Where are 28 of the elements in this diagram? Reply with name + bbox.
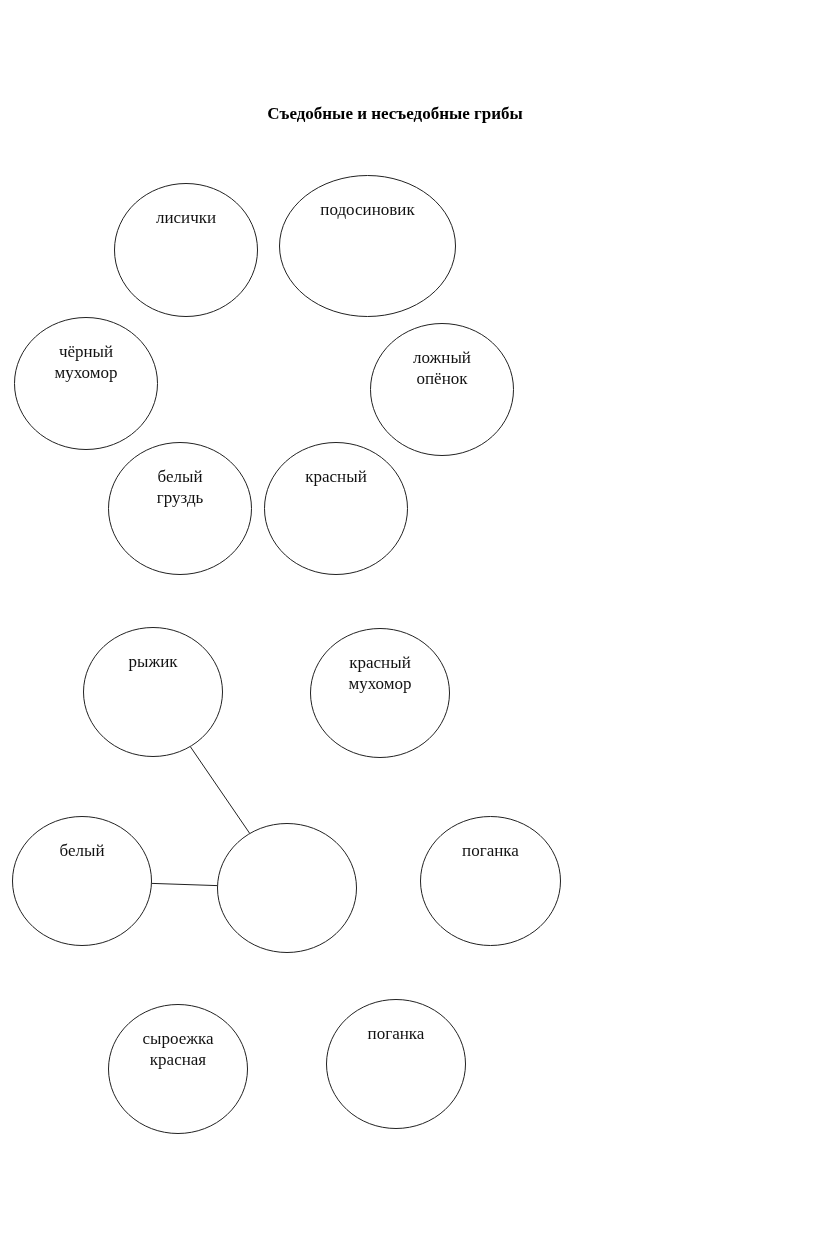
node-label: ложный опёнок	[412, 347, 472, 389]
ellipse-node	[279, 175, 456, 317]
node-label: белый	[58, 840, 106, 861]
node-label: сыроежка красная	[141, 1028, 215, 1070]
node-label: белый груздь	[155, 466, 205, 508]
ellipse-node	[108, 1004, 248, 1134]
ellipse-node	[83, 627, 223, 757]
node-label: рыжик	[127, 651, 179, 672]
node-label: красный	[304, 466, 368, 487]
ellipse-node	[12, 816, 152, 946]
connector-line	[190, 746, 250, 834]
ellipse-node	[14, 317, 158, 450]
title: Съедобные и несъедобные грибы	[266, 104, 524, 124]
node-label: подосиновик	[319, 199, 416, 220]
ellipse-node	[114, 183, 258, 317]
ellipse-node	[370, 323, 514, 456]
node-label: лисички	[154, 207, 218, 228]
node-label: чёрный мухомор	[53, 341, 119, 383]
node-label: поганка	[366, 1023, 426, 1044]
node-label: красный мухомор	[347, 652, 413, 694]
ellipse-node	[108, 442, 252, 575]
connector-line	[151, 882, 218, 887]
node-label: поганка	[461, 840, 520, 861]
ellipse-node	[326, 999, 466, 1129]
ellipse-node	[420, 816, 561, 946]
ellipse-node	[310, 628, 450, 758]
ellipse-node	[264, 442, 408, 575]
empty-circle	[217, 823, 357, 953]
